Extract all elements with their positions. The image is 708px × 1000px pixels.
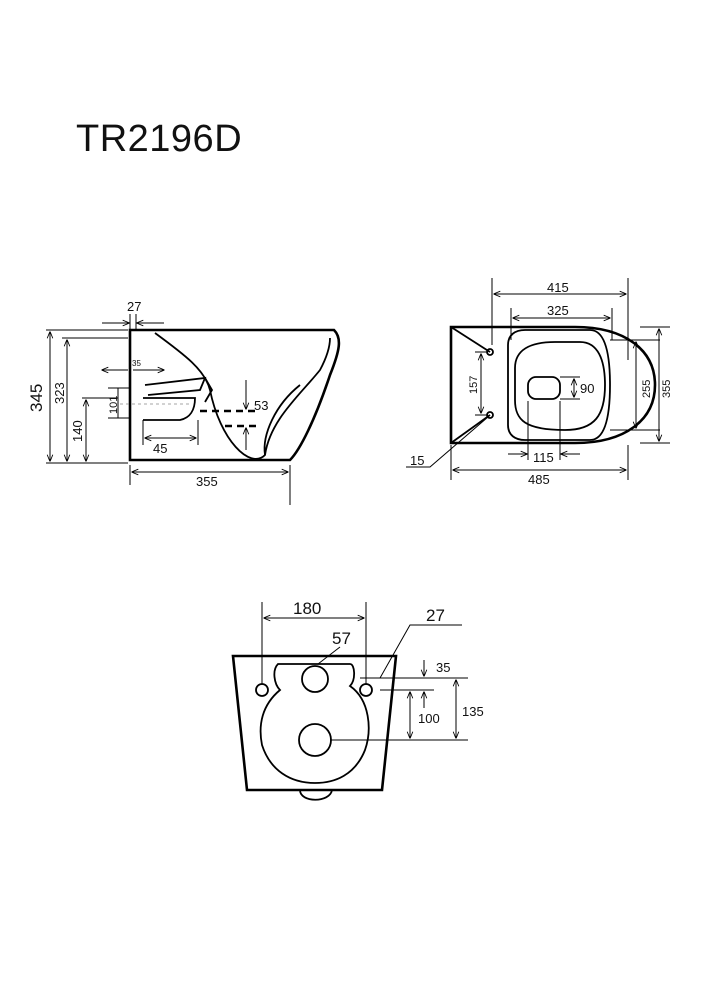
bolt-hole-icon xyxy=(359,683,373,697)
outlet-hole xyxy=(527,376,561,400)
top-view: 415 325 157 90 255 355 115 15 485 xyxy=(406,278,673,487)
dim-115: 115 xyxy=(533,450,554,465)
dim-135: 135 xyxy=(462,704,484,719)
drawing-title: TR2196D xyxy=(76,118,243,160)
back-view: 180 57 27 35 100 135 xyxy=(231,599,484,801)
dim-485: 485 xyxy=(528,472,550,487)
dim-27: 27 xyxy=(127,299,141,314)
side-view-outline xyxy=(128,328,341,462)
dim-15: 15 xyxy=(410,453,424,468)
top-view-outline xyxy=(449,325,657,445)
dim-255: 255 xyxy=(641,380,653,398)
back-view-outline xyxy=(231,654,398,792)
dim-57: 57 xyxy=(332,629,351,648)
dim-157: 157 xyxy=(468,376,480,394)
dim-35-back: 35 xyxy=(436,660,450,675)
side-view: 345 323 140 101 35 27 45 53 355 xyxy=(27,299,341,505)
outlet-hole-icon xyxy=(298,723,332,757)
side-view-bowl-curve xyxy=(154,332,331,460)
dim-355-top: 355 xyxy=(661,380,673,398)
dim-415: 415 xyxy=(547,280,569,295)
dim-345: 345 xyxy=(27,384,46,412)
inlet-hole-icon xyxy=(301,665,329,693)
dim-90: 90 xyxy=(580,381,594,396)
dim-325: 325 xyxy=(547,303,569,318)
dim-45: 45 xyxy=(153,441,167,456)
bolt-hole-icon xyxy=(255,683,269,697)
dim-180: 180 xyxy=(293,599,321,618)
dim-35: 35 xyxy=(132,359,141,368)
dim-355: 355 xyxy=(196,474,218,489)
dim-140: 140 xyxy=(70,420,85,442)
dim-100: 100 xyxy=(418,711,440,726)
dim-101: 101 xyxy=(108,396,120,414)
dim-27-back: 27 xyxy=(426,606,445,625)
dim-53: 53 xyxy=(254,398,268,413)
dim-323: 323 xyxy=(52,382,67,404)
